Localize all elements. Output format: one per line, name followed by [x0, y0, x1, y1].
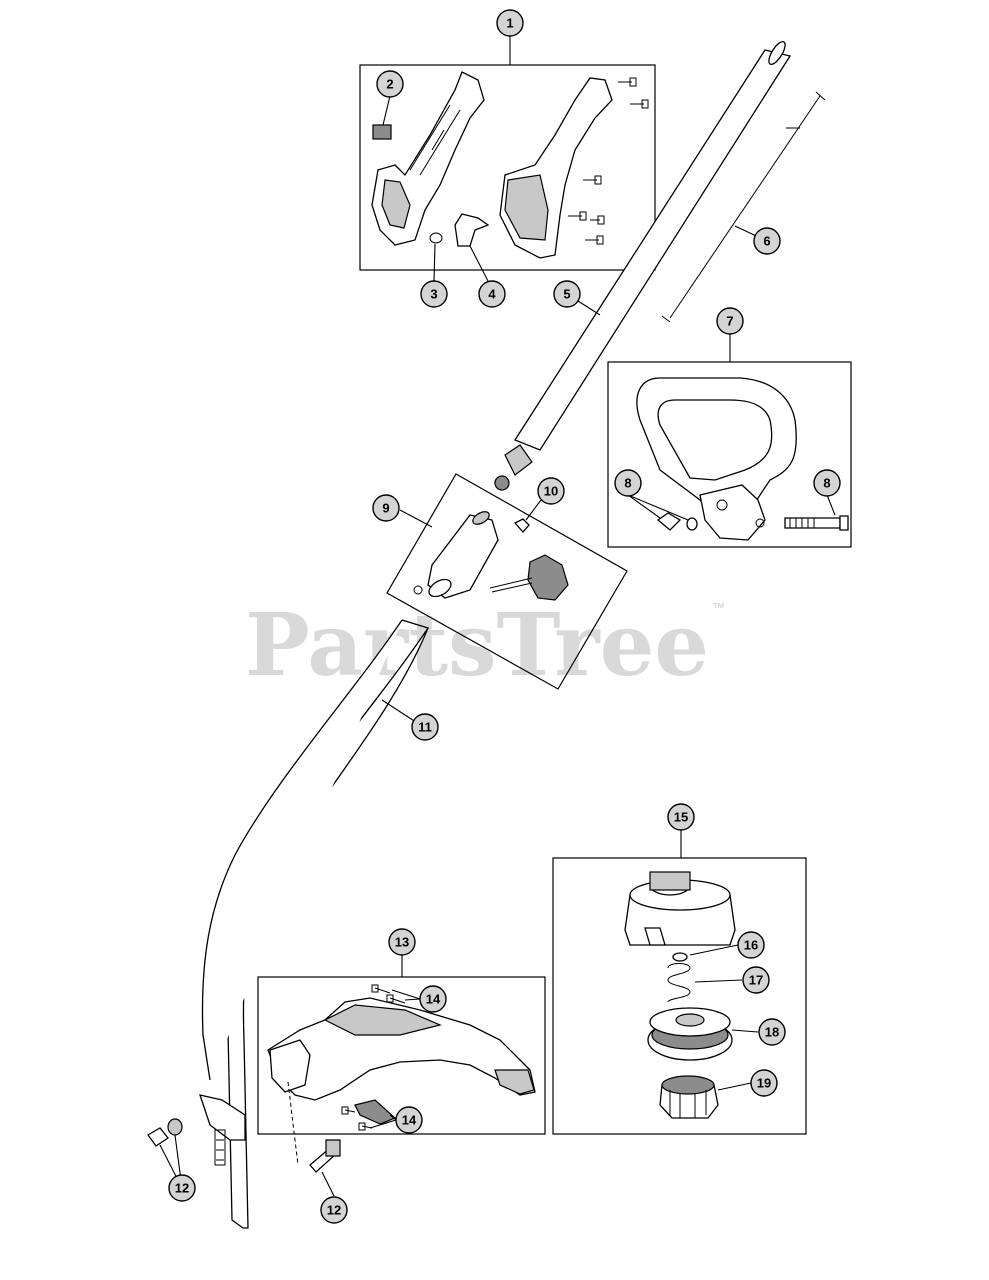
callout-3: 3 — [420, 280, 448, 308]
callout-16: 16 — [737, 931, 765, 959]
callout-7: 7 — [716, 307, 744, 335]
svg-text:16: 16 — [744, 938, 758, 953]
spring-part — [429, 232, 443, 244]
callout-9: 9 — [372, 494, 400, 522]
svg-text:5: 5 — [563, 287, 570, 302]
svg-text:14: 14 — [402, 1113, 417, 1128]
svg-text:3: 3 — [430, 287, 437, 302]
callout-19: 19 — [750, 1069, 778, 1097]
trigger-part — [454, 213, 490, 247]
washer — [686, 517, 698, 531]
upper-shaft-end — [494, 475, 510, 491]
svg-text:1: 1 — [506, 16, 513, 31]
svg-text:12: 12 — [327, 1203, 341, 1218]
callout-15: 15 — [667, 803, 695, 831]
lower-shaft — [147, 619, 430, 1229]
callout-13: 13 — [388, 928, 416, 956]
housing-right-grip — [504, 174, 549, 241]
callout-2: 2 — [376, 70, 404, 98]
svg-text:14: 14 — [426, 992, 441, 1007]
loop-handle-inner — [657, 399, 773, 481]
watermark: PartsTree ™ — [245, 595, 725, 696]
head-spring — [667, 963, 691, 1003]
watermark-text: PartsTree — [245, 595, 709, 696]
callout-4: 4 — [478, 280, 506, 308]
svg-text:11: 11 — [418, 720, 432, 735]
housing-left-grip — [381, 179, 411, 229]
coupler-nut — [513, 518, 530, 533]
callout-8-left: 8 — [614, 469, 642, 497]
cable-line — [669, 95, 821, 319]
wing-nut — [656, 512, 682, 531]
screws — [568, 77, 649, 245]
group-loop-handle — [607, 334, 852, 548]
guard-blade — [494, 1069, 535, 1095]
svg-text:7: 7 — [726, 314, 733, 329]
box-coupler — [386, 473, 628, 690]
callout-14-bottom: 14 — [395, 1106, 423, 1134]
callout-11: 11 — [411, 713, 439, 741]
callout-5: 5 — [553, 280, 581, 308]
box-handle-housing — [359, 64, 656, 271]
svg-text:17: 17 — [749, 973, 763, 988]
watermark-tm: ™ — [712, 600, 725, 615]
group-trimmer-head — [552, 830, 807, 1135]
svg-text:13: 13 — [395, 935, 409, 950]
group-guard — [257, 955, 546, 1197]
upper-shaft — [494, 41, 792, 491]
svg-text:9: 9 — [382, 501, 389, 516]
svg-text:18: 18 — [765, 1025, 779, 1040]
clamp-wing-nut — [147, 1127, 169, 1147]
eyelet — [672, 952, 688, 962]
svg-text:19: 19 — [757, 1076, 771, 1091]
box-trimmer-head — [552, 857, 807, 1135]
coupler-knob — [527, 554, 569, 601]
line-cutter — [354, 1099, 397, 1125]
svg-text:12: 12 — [175, 1181, 189, 1196]
svg-text:6: 6 — [763, 234, 770, 249]
guard-mount — [269, 1039, 311, 1093]
shaft-clamp — [199, 1094, 246, 1141]
svg-text:8: 8 — [624, 476, 631, 491]
callout-12-left: 12 — [168, 1174, 196, 1202]
svg-text:10: 10 — [544, 484, 558, 499]
group-handle-housing — [359, 36, 656, 282]
bolt — [784, 517, 841, 529]
callout-12-right: 12 — [320, 1196, 348, 1224]
callout-1: 1 — [496, 9, 524, 37]
group-coupler — [386, 473, 628, 690]
callout-8-right: 8 — [813, 469, 841, 497]
callout-10: 10 — [537, 477, 565, 505]
callout-17: 17 — [742, 966, 770, 994]
clamp-washer — [167, 1118, 183, 1136]
coupler-body — [427, 514, 499, 599]
svg-text:4: 4 — [488, 287, 496, 302]
callout-18: 18 — [758, 1018, 786, 1046]
svg-text:2: 2 — [386, 77, 393, 92]
callout-6: 6 — [753, 227, 781, 255]
svg-text:15: 15 — [674, 810, 688, 825]
throttle-cable — [661, 91, 826, 323]
switch-part — [372, 124, 392, 140]
loop-handle-clamp — [699, 484, 766, 541]
svg-text:8: 8 — [823, 476, 830, 491]
callouts: 1 2 3 4 5 6 7 8 8 9 10 11 12 12 13 14 14… — [168, 9, 841, 1224]
callout-14-top: 14 — [419, 985, 447, 1013]
